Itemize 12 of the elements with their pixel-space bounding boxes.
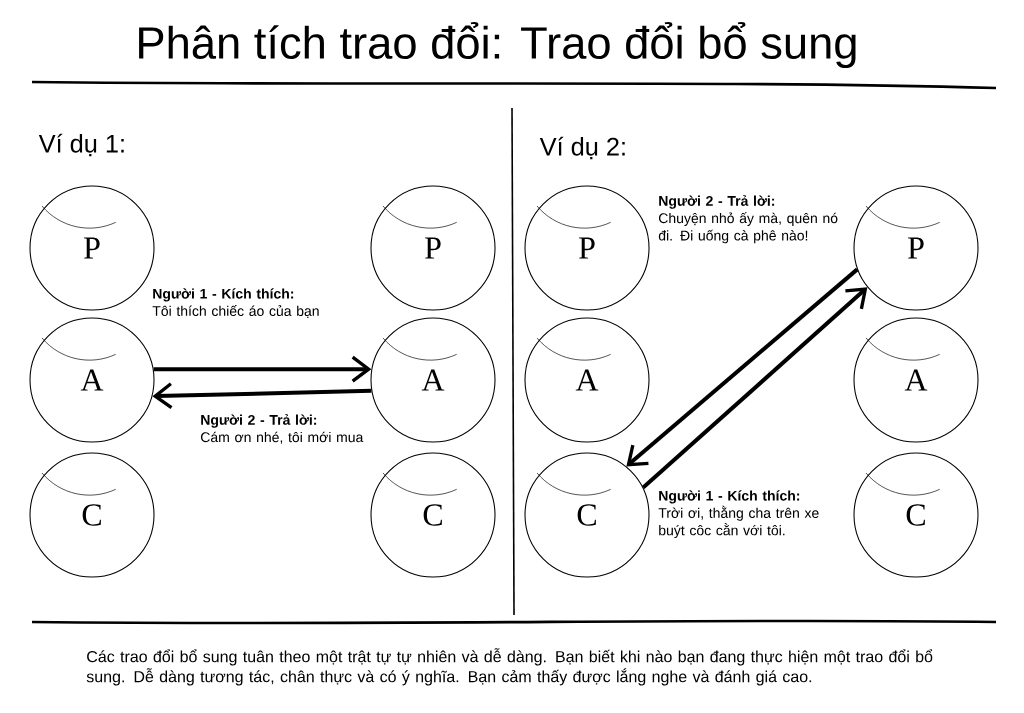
section-heading: Ví dụ 2: bbox=[539, 136, 625, 160]
arrow bbox=[626, 267, 859, 467]
arrow bbox=[153, 355, 372, 383]
edge-label: Người 2 - Trả lời: Cám ơn nhé, tôi mới mua bbox=[201, 414, 364, 444]
edge-label: Người 1 - Kích thích: Tôi thích chiếc áo của bạn bbox=[152, 288, 319, 318]
edge-label: Người 1 - Kích thích: Trời ơi, thằng cha trên xe buýt côc cằn với tôi. bbox=[658, 490, 819, 539]
edge-label: Người 2 - Trả lời: Chuyện nhỏ ấy mà, quên nó đi. Đi uống cà phê nào! bbox=[658, 195, 838, 244]
title: Phân tích trao đổi: Trao đổi bổ sung bbox=[139, 22, 856, 68]
caption: Các trao đổi bổ sung tuân theo một trật tự tự nhiên và dễ dàng. Bạn biết khi nào bạn đang thực hiện một trao đổi bổ sung. Dễ dàng tương tác, chân thực và có ý nghĩa. Bạn cảm thấy được lắng nghe và đánh giá cao. bbox=[86, 648, 933, 686]
section-heading: Ví dụ 1: bbox=[38, 133, 124, 157]
arrow bbox=[641, 287, 868, 490]
arrow bbox=[152, 382, 372, 410]
